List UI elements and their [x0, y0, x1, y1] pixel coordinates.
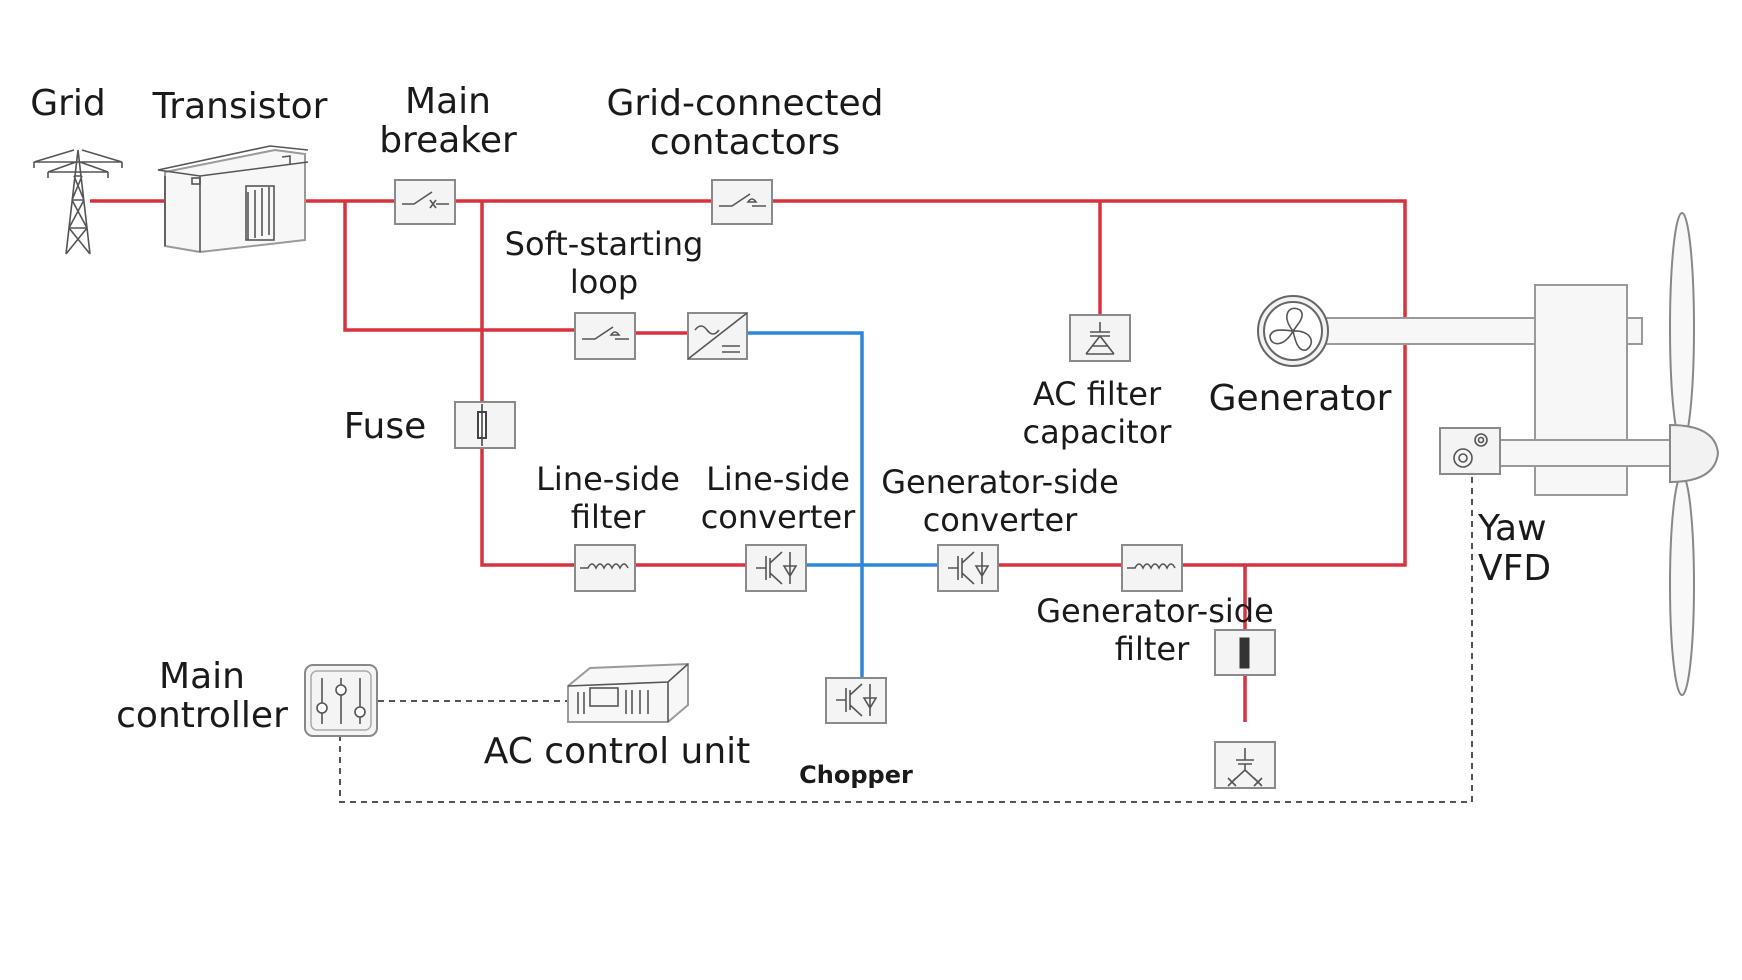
label-main-breaker-2: breaker: [379, 120, 517, 161]
label-gen-filter-2: filter: [1115, 630, 1190, 668]
generator-side-fuse-symbol: [1214, 629, 1276, 676]
surge-protector-symbol: [1214, 741, 1276, 789]
main-controller-icon: [304, 664, 378, 737]
generator-side-converter-symbol: [937, 544, 999, 592]
generator-side-filter-symbol: [1121, 544, 1183, 592]
label-soft-start-1: Soft-starting: [505, 225, 704, 263]
label-gen-filter-1: Generator-side: [1036, 592, 1274, 630]
label-transistor: Transistor: [152, 86, 328, 127]
wire-fuse-branch: [480, 201, 575, 567]
transformer-icon: [157, 145, 309, 254]
label-line-converter-1: Line-side: [706, 460, 850, 498]
wire-controller-loop: [339, 475, 1473, 803]
label-soft-start-2: loop: [570, 263, 638, 301]
ac-control-unit-icon: [567, 662, 689, 723]
label-line-filter-1: Line-side: [536, 460, 680, 498]
label-line-converter-2: converter: [701, 498, 856, 536]
soft-start-rectifier-symbol: [687, 312, 748, 360]
turbine-icon: [1499, 212, 1720, 696]
label-gen-converter-2: converter: [923, 501, 1078, 539]
grid-tower-icon: [33, 149, 123, 255]
wire-soft-start-to-dc: [747, 331, 864, 678]
line-side-converter-symbol: [745, 544, 807, 592]
label-main-controller-1: Main: [159, 656, 245, 697]
label-yaw-vfd-1: Yaw: [1477, 508, 1547, 549]
label-ac-filter-cap-1: AC filter: [1033, 375, 1162, 413]
dc-wiring: [747, 331, 938, 678]
yaw-vfd-symbol: [1439, 427, 1501, 475]
label-chopper: Chopper: [799, 761, 913, 789]
fuse-symbol: [454, 401, 516, 449]
label-main-breaker-1: Main: [405, 81, 491, 122]
ac-wiring: [90, 199, 1407, 722]
wire-transformer-drop: [343, 201, 575, 332]
soft-start-contactor-symbol: [574, 312, 636, 360]
label-grid-contactors-1: Grid-connected: [606, 83, 883, 124]
label-grid-contactors-2: contactors: [650, 122, 840, 163]
label-ac-filter-cap-2: capacitor: [1023, 413, 1173, 451]
label-fuse: Fuse: [344, 406, 426, 447]
line-side-filter-symbol: [574, 544, 636, 592]
control-wiring: [339, 475, 1473, 803]
label-line-filter-2: filter: [571, 498, 646, 536]
chopper-symbol: [825, 677, 887, 724]
grid-contactor-symbol: [711, 179, 773, 225]
label-ac-control-unit: AC control unit: [484, 731, 751, 772]
main-breaker-symbol: [394, 179, 456, 225]
ac-filter-capacitor-symbol: [1069, 314, 1131, 362]
label-generator: Generator: [1209, 378, 1392, 419]
label-yaw-vfd-2: VFD: [1478, 548, 1551, 589]
label-main-controller-2: controller: [116, 695, 288, 736]
label-grid: Grid: [30, 83, 106, 124]
labels: Grid Transistor Main breaker Grid-connec…: [30, 81, 1551, 789]
label-gen-converter-1: Generator-side: [881, 463, 1119, 501]
